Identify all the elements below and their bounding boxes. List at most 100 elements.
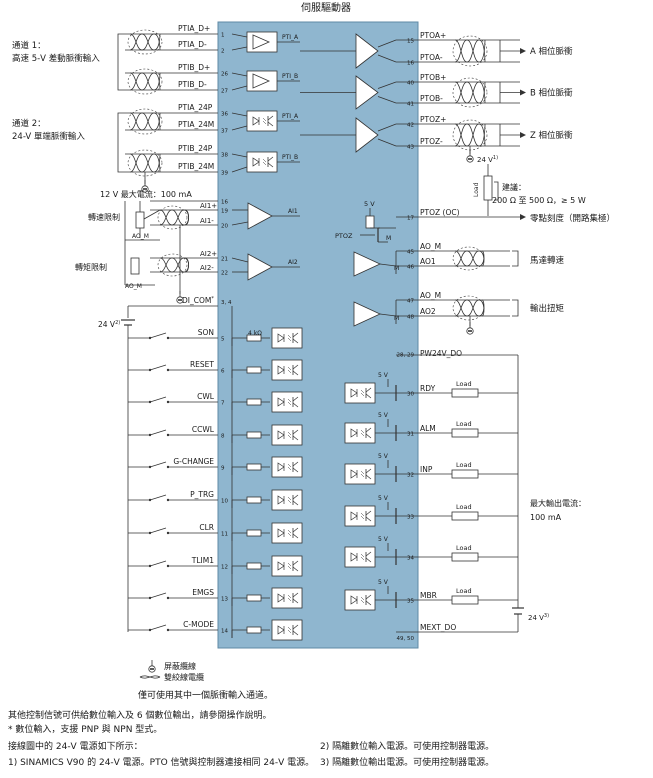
load-vertical-label: Load — [473, 182, 480, 197]
di-opto-0-light-ray — [287, 337, 292, 342]
twist-pto-0 — [452, 35, 488, 67]
do-opto-2-light-ray — [360, 473, 365, 478]
di-opto-9-led-icon — [277, 625, 285, 635]
do-opto-2-transistor-leg — [365, 474, 372, 480]
do-opto-2-light-ray — [360, 470, 365, 475]
di-pin-label: 12 — [221, 565, 228, 571]
pti-a-opto-box — [246, 110, 278, 132]
do-load-label: Load — [456, 461, 472, 469]
di-signal-label: EMGS — [192, 588, 214, 597]
v5-label: 5 V — [364, 200, 375, 208]
motor-speed-label: 馬達轉速 — [530, 255, 565, 266]
ao2-out — [379, 313, 397, 317]
pto-driver-out — [377, 138, 397, 147]
twisted-wire — [129, 112, 161, 131]
supply-24v-left-label: 24 V2) — [98, 320, 120, 329]
ao-pin-label: 46 — [407, 265, 414, 271]
pto-pin-label: 42 — [407, 123, 414, 129]
channel1-bracket — [117, 33, 125, 91]
di-signal-label: CLR — [199, 523, 214, 532]
do-opto-3-light-ray — [360, 515, 365, 520]
mext-pin-label: 49, 50 — [397, 636, 415, 642]
do-load-label: Load — [456, 587, 472, 595]
do-opto-5-light-ray — [360, 596, 365, 601]
do-opto-5-transistor-leg — [365, 600, 372, 606]
di-pin-label: 9 — [221, 466, 225, 472]
di-switch-icon — [149, 592, 167, 599]
do-signal-label: INP — [420, 465, 433, 474]
di-opto-5-led-icon — [277, 495, 285, 505]
di-opto-3-light-ray — [287, 434, 292, 439]
pti-signal-label: PTIB_D+ — [178, 63, 210, 72]
ai-pin-label: 22 — [221, 271, 228, 277]
di-opto-2-transistor-leg — [292, 402, 299, 408]
di-opto-4-led-icon — [277, 462, 285, 472]
pot1-wiper — [143, 209, 161, 220]
ai2-label: AI2 — [288, 259, 298, 266]
di-opto-1-light-ray — [287, 366, 292, 371]
di-opto-7-box — [271, 555, 303, 577]
pti-b-in — [231, 85, 248, 91]
pti-a-label: PTI_A — [282, 34, 299, 41]
di-resistor-icon — [246, 431, 262, 439]
pti-b-label: PTI_B — [282, 73, 298, 80]
di-opto-8-light-ray — [287, 597, 292, 602]
pti-pin-label: 26 — [221, 72, 228, 78]
di-opto-2-light-ray — [287, 398, 292, 403]
do-opto-3-led-icon — [350, 511, 358, 521]
di-pin-label: 8 — [221, 434, 225, 440]
legend-shield-label: 屏蔽纜線 — [164, 661, 196, 671]
di-opto-8-box — [271, 587, 303, 609]
mext-label: MEXT_DO — [420, 623, 456, 632]
do-opto-4-transistor-leg — [365, 557, 372, 563]
shield-outline — [452, 246, 485, 271]
channel2-bracket — [117, 112, 125, 173]
note-digital-input: * 數位輸入，支援 PNP 與 NPN 型式。 — [8, 725, 163, 735]
pto-signal-label: PTOZ+ — [420, 115, 446, 124]
di-opto-7-light-ray — [287, 565, 292, 570]
ao-m-label-2: AO_M — [125, 283, 142, 290]
pti-signal-label: PTIA_24M — [178, 120, 214, 129]
pti-pin-label: 36 — [221, 112, 228, 118]
pto-driver-out — [377, 123, 397, 132]
di-opto-0-light-ray — [287, 334, 292, 339]
m-label-ao1: M — [394, 265, 399, 272]
shield-outline — [452, 35, 488, 67]
di-signal-label: G-CHANGE — [173, 457, 214, 466]
ao-pin-label: 45 — [407, 250, 414, 256]
twisted-wire — [454, 250, 485, 267]
pti-b-in — [231, 72, 248, 77]
di-opto-3-led-icon — [277, 430, 285, 440]
pto-driver-out — [377, 96, 397, 104]
twist-ao1 — [452, 246, 485, 271]
note-only-one: 僅可使用其中一個脈衝輸入通道。 — [138, 691, 274, 701]
ao-pin-label: 48 — [407, 315, 414, 321]
channel1-desc: 高速 5-V 差動脈衝輸入 — [12, 53, 100, 64]
do-opto-4-transistor-leg — [365, 551, 372, 557]
pto-driver-out — [377, 81, 397, 89]
di-opto-2-led-icon — [277, 397, 285, 407]
di-opto-9-light-ray — [287, 629, 292, 634]
di-opto-0-box — [271, 327, 303, 349]
max-output-title: 最大輸出電流： — [530, 498, 586, 508]
resistor-4k-label: 4 kΩ — [248, 330, 262, 337]
speed-limit-label: 轉速限制 — [88, 212, 120, 222]
m-label-ao2: M — [394, 315, 399, 322]
ai1-in-minus — [231, 221, 249, 226]
do-v5-label: 5 V — [378, 372, 389, 379]
di-opto-6-transistor-leg — [292, 533, 299, 539]
pto-signal-label: PTOZ- — [420, 137, 443, 146]
di-opto-2-transistor-leg — [292, 396, 299, 402]
do-load-label: Load — [456, 503, 472, 511]
twist-pti-a-24 — [127, 108, 163, 135]
shield-outline — [157, 205, 188, 230]
ai1-label: AI1 — [288, 208, 298, 215]
twist-ai1 — [157, 205, 190, 230]
pti-pin-label: 38 — [221, 153, 228, 159]
output-torque-bracket — [512, 299, 519, 317]
twisted-wire — [159, 257, 190, 273]
pti-b-opto-box — [246, 151, 278, 173]
pti-b24-in — [231, 166, 248, 173]
pti-signal-label: PTIA_D- — [178, 40, 207, 49]
di-signal-label: CCWL — [192, 425, 215, 434]
